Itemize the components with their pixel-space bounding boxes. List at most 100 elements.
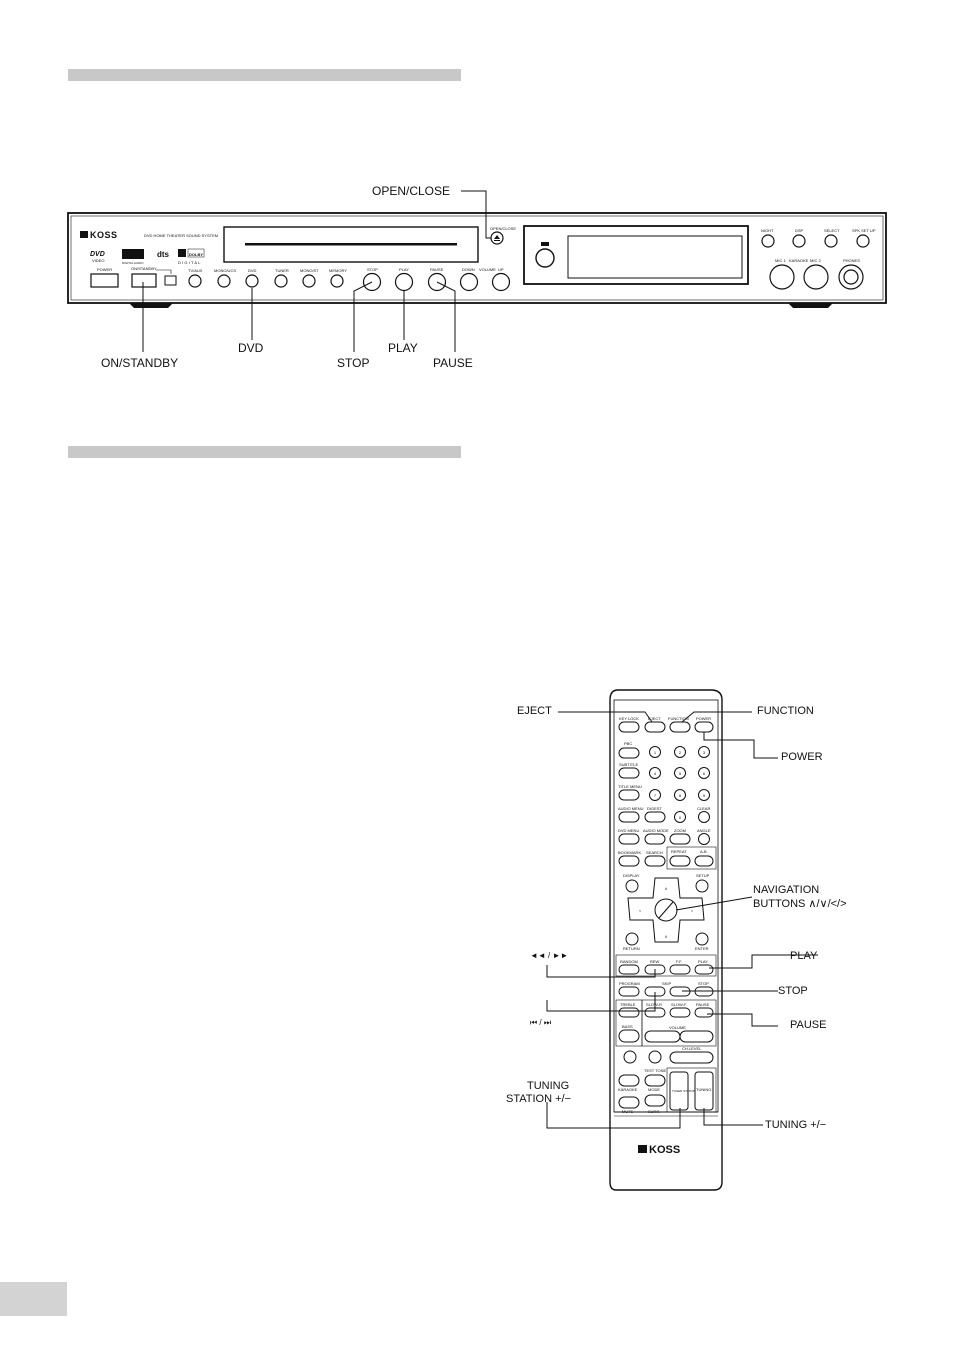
remote-eject-button[interactable] xyxy=(644,721,666,733)
dvd-button[interactable] xyxy=(245,274,259,288)
remote-digit-6[interactable] xyxy=(698,767,710,779)
remote-enter-button[interactable] xyxy=(695,932,709,946)
remote-digit-label-8: 8 xyxy=(679,793,682,798)
remote-ab-button[interactable] xyxy=(694,855,714,867)
volume-up-button[interactable] xyxy=(491,272,511,292)
remote-function-button[interactable] xyxy=(669,721,691,733)
power-button[interactable] xyxy=(90,273,119,288)
remote-repeat-button[interactable] xyxy=(669,855,691,867)
remote-digit-1[interactable] xyxy=(649,746,661,758)
callout-skip: ⏮ / ⏭ xyxy=(530,1018,552,1027)
remote-brand: KOSS xyxy=(649,1144,680,1156)
nav-down-icon: ∨ xyxy=(665,934,668,939)
spk-setup-button[interactable] xyxy=(856,234,870,248)
remote-digit-label-4: 4 xyxy=(654,771,657,776)
remote-bass-button[interactable] xyxy=(618,1029,640,1043)
remote-skip-label: SKIP xyxy=(662,981,671,986)
remote-return-button[interactable] xyxy=(625,932,639,946)
remote-digit-3[interactable] xyxy=(698,746,710,758)
remote-ff-button[interactable] xyxy=(669,964,691,975)
panel-power-label: POWER xyxy=(97,267,112,272)
remote-setup-button[interactable] xyxy=(695,879,709,893)
mic1-knob[interactable] xyxy=(769,264,795,290)
panel-mono-st-label: MONO/ST xyxy=(300,268,319,273)
remote-random-button[interactable] xyxy=(618,964,640,975)
volume-down-button[interactable] xyxy=(459,272,479,292)
panel-karaoke-label: KARAOKE xyxy=(789,258,809,263)
remote-title-menu-button[interactable] xyxy=(618,789,640,801)
on-standby-button[interactable] xyxy=(131,273,157,288)
callout-navigation-buttons: BUTTONS ∧/∨/</> xyxy=(753,898,847,910)
remote-angle-button[interactable] xyxy=(698,833,710,845)
remote-digit-0[interactable] xyxy=(674,811,686,823)
panel-open-close-label: OPEN/CLOSE xyxy=(490,226,516,231)
dsp-button[interactable] xyxy=(792,234,806,248)
dvd-logo: DVD xyxy=(90,251,105,258)
remote-audio-menu-button[interactable] xyxy=(618,811,640,823)
mono-ucs-button[interactable] xyxy=(217,274,231,288)
tv-aux-button[interactable] xyxy=(188,274,202,288)
remote-play-button[interactable] xyxy=(694,964,714,975)
remote-volume-up-button[interactable] xyxy=(679,1030,714,1043)
remote-clear-button[interactable] xyxy=(698,811,710,823)
disc-logo-icon xyxy=(122,249,144,259)
remote-display-button[interactable] xyxy=(625,879,639,893)
panel-down-label: DOWN xyxy=(462,267,475,272)
tuner-button[interactable] xyxy=(274,274,288,288)
remote-search-button[interactable] xyxy=(644,855,666,867)
remote-bookmark-button[interactable] xyxy=(618,855,640,867)
remote-ab-label: A-B xyxy=(700,849,707,854)
remote-digit-4[interactable] xyxy=(649,767,661,779)
night-button[interactable] xyxy=(761,234,775,248)
remote-bass-label: BASS xyxy=(622,1024,633,1029)
callout-on-standby: ON/STANDBY xyxy=(101,356,179,370)
remote-volume-down-button[interactable] xyxy=(644,1030,681,1043)
remote-test-tone-button[interactable] xyxy=(644,1074,666,1087)
remote-digit-label-2: 2 xyxy=(679,750,682,755)
remote-dvd-menu-button[interactable] xyxy=(618,833,640,845)
remote-subtitle-button[interactable] xyxy=(618,767,640,779)
remote-ch-level-button[interactable] xyxy=(669,1051,714,1064)
remote-digit-8[interactable] xyxy=(674,789,686,801)
memory-button[interactable] xyxy=(330,274,344,288)
remote-key-lock-button[interactable] xyxy=(618,721,640,733)
remote-mode-label: MODE xyxy=(648,1087,660,1092)
select-button[interactable] xyxy=(824,234,838,248)
panel-tv-aux-label: TV/AUX xyxy=(188,268,203,273)
remote-power-button[interactable] xyxy=(694,721,714,733)
remote-left-button[interactable] xyxy=(623,1050,637,1064)
remote-display-label: DISPLAY xyxy=(623,873,640,878)
remote-digit-5[interactable] xyxy=(674,767,686,779)
remote-program-button[interactable] xyxy=(618,986,640,997)
remote-treble-button[interactable] xyxy=(618,1007,640,1018)
remote-digest-label: DIGEST xyxy=(647,806,662,811)
mono-st-button[interactable] xyxy=(302,274,316,288)
remote-digit-7[interactable] xyxy=(649,789,661,801)
page-number-tab xyxy=(0,1282,67,1316)
remote-ch-level-label: CH.LEVEL xyxy=(682,1046,702,1051)
remote-volume-label: VOLUME xyxy=(669,1025,686,1030)
remote-zoom-button[interactable] xyxy=(669,833,691,845)
remote-mode-button[interactable] xyxy=(644,1094,666,1107)
remote-right-button[interactable] xyxy=(648,1050,662,1064)
remote-digest-button[interactable] xyxy=(644,811,666,823)
nav-right-icon: > xyxy=(691,908,694,913)
remote-karaoke-button[interactable] xyxy=(618,1074,640,1087)
remote-digit-2[interactable] xyxy=(674,746,686,758)
remote-audio-mode-label: AUDIO MODE xyxy=(643,828,669,833)
remote-slow-f-button[interactable] xyxy=(669,1007,691,1018)
panel-up-label: UP xyxy=(498,267,504,272)
remote-digit-9[interactable] xyxy=(698,789,710,801)
remote-audio-mode-button[interactable] xyxy=(644,833,666,845)
callout-pause: PAUSE xyxy=(790,1019,827,1031)
remote-angle-label: ANGLE xyxy=(697,828,711,833)
remote-pause-button[interactable] xyxy=(694,1007,714,1018)
panel-tuner-label: TUNER xyxy=(275,268,289,273)
remote-ff-label: F.F. xyxy=(676,959,682,964)
mic2-knob[interactable] xyxy=(803,264,829,290)
remote-pbc-button[interactable] xyxy=(618,747,640,759)
remote-tuner-station-button[interactable] xyxy=(669,1071,689,1111)
remote-mute-button[interactable] xyxy=(618,1096,640,1109)
remote-digit-label-3: 3 xyxy=(703,750,706,755)
callout-stop: STOP xyxy=(778,985,808,997)
